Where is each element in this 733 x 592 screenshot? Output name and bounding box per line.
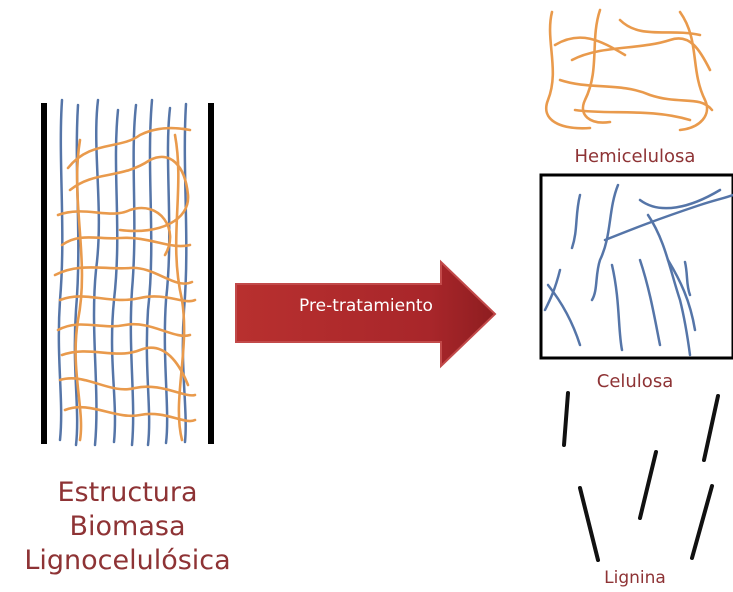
caption-line-2: Biomasa — [0, 510, 255, 544]
hemicellulose-cluster — [546, 10, 712, 130]
cellulose-box — [541, 175, 733, 358]
caption-line-3: Lignocelulósica — [0, 544, 255, 578]
caption-line-1: Estructura — [0, 476, 255, 510]
cellulose-label: Celulosa — [540, 371, 730, 392]
hemicellulose-label: Hemicelulosa — [540, 146, 730, 167]
biomass-structure-caption: Estructura Biomasa Lignocelulósica — [0, 476, 255, 578]
biomass-structure — [44, 100, 211, 445]
lignin-label: Lignina — [540, 568, 730, 588]
lignin-fragments — [564, 393, 718, 560]
pretreatment-label: Pre-tratamiento — [236, 296, 496, 316]
